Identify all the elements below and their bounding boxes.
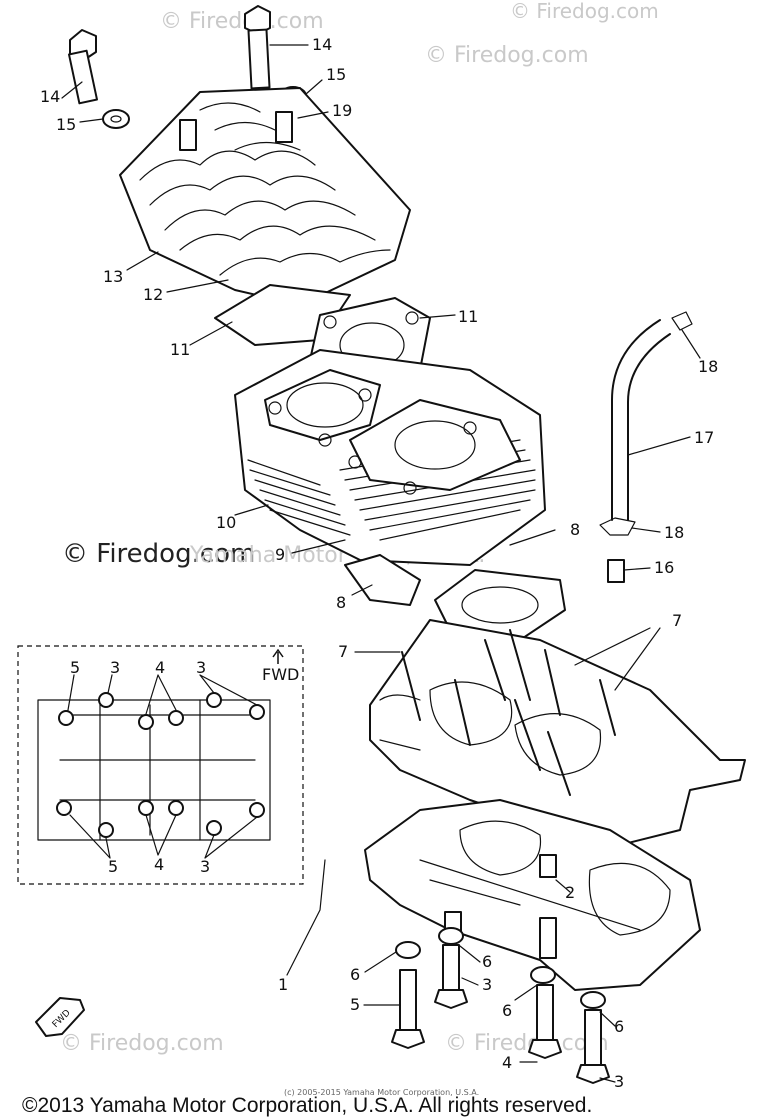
callout-7: 7 [338,642,348,661]
callout-2: 2 [565,883,575,902]
leader-lines [61,44,701,1083]
cylinder-head [119,87,411,306]
head-bolt-right [244,5,271,90]
callout-18: 18 [698,357,718,376]
head-bolt-left [67,29,99,105]
inset-label: 5 [70,658,80,677]
breather-hose [599,311,693,583]
callout-16: 16 [654,558,674,577]
copyright-notice: ©2013 Yamaha Motor Corporation, U.S.A. A… [22,1094,592,1117]
callout-3: 3 [614,1072,624,1091]
upper-crankcase [369,619,746,846]
inset-label: 3 [110,658,120,677]
inset-bolt-pattern: 5 3 4 3 5 4 3 FWD [17,645,304,885]
watermark-text: © Firedog.com [160,9,324,34]
callout-3: 3 [482,975,492,994]
watermark-layer: © Firedog.com © Firedog.com © Firedog.co… [60,0,659,1056]
base-gaskets [344,554,566,641]
callout-12: 12 [143,285,163,304]
inset-label: 5 [108,857,118,876]
watermark-text: © Firedog.com [510,0,659,23]
callout-13: 13 [103,267,123,286]
inset-label: 4 [155,658,165,677]
callout-18: 18 [664,523,684,542]
callout-14: 14 [312,35,332,54]
callout-8: 8 [336,593,346,612]
inset-label: 3 [196,658,206,677]
callout-6: 6 [350,965,360,984]
callout-15: 15 [326,65,346,84]
callout-6: 6 [502,1001,512,1020]
callout-15: 15 [56,115,76,134]
inset-fwd-label: FWD [262,665,299,684]
fwd-badge: FWD [35,997,85,1037]
lower-bolts [391,927,610,1084]
callout-4: 4 [502,1053,512,1072]
watermark-text: © Firedog.com [425,43,589,68]
small-copyright: (c) 2005-2015 Yamaha Motor Corporation, … [284,1088,479,1097]
washer-left [102,109,130,129]
callout-10: 10 [216,513,236,532]
callout-11: 11 [170,340,190,359]
callout-6: 6 [482,952,492,971]
washer-hole [110,115,122,123]
callout-17: 17 [694,428,714,447]
watermark-text: © Firedog.com [445,1031,609,1056]
cylinder-block [234,349,546,566]
dowel-pin [539,854,557,878]
callout-6: 6 [614,1017,624,1036]
callout-8: 8 [570,520,580,539]
callout-5: 5 [350,995,360,1014]
callout-14: 14 [40,87,60,106]
callout-labels: 14 14 15 15 19 13 12 11 11 18 17 18 16 1… [40,35,718,1091]
watermark-text: © Firedog.com [60,1031,224,1056]
callout-1: 1 [278,975,288,994]
callout-9: 9 [275,545,285,564]
callout-11: 11 [458,307,478,326]
callout-19: 19 [332,101,352,120]
callout-7: 7 [672,611,682,630]
watermark-text-dark: © Firedog.com [62,539,255,569]
fwd-arrow-icon [272,648,284,664]
inset-label: 4 [154,855,164,874]
inset-label: 3 [200,857,210,876]
